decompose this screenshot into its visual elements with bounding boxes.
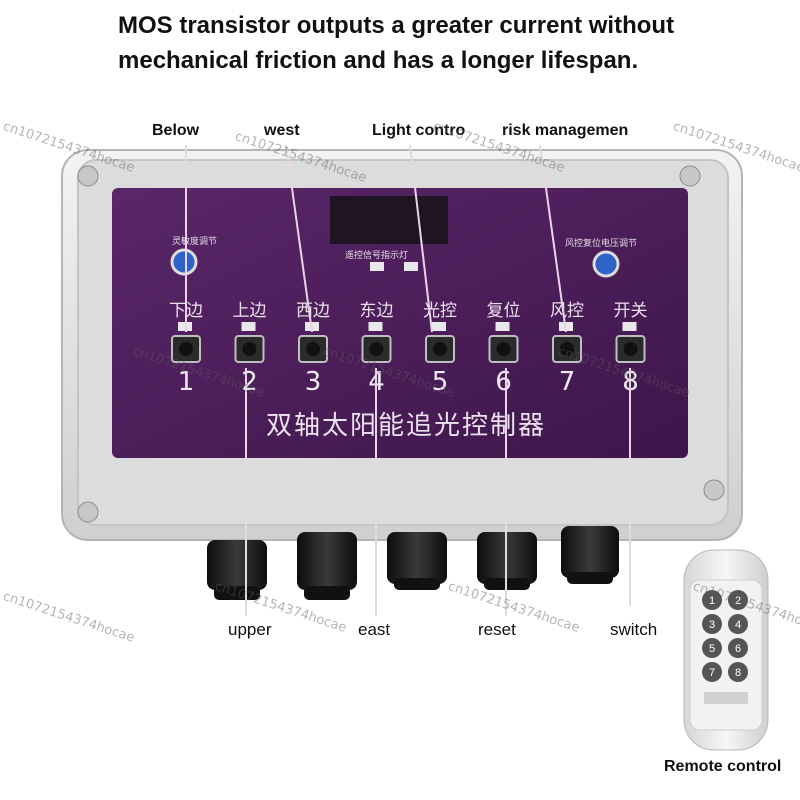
ic-module — [330, 196, 448, 244]
cable-gland-1 — [207, 540, 267, 600]
remote-key-5 — [702, 638, 722, 658]
remote-key-label: 3 — [709, 619, 715, 631]
remote-key-label: 1 — [709, 595, 715, 607]
board-button-label: 上边 — [233, 301, 267, 321]
board-button-label: 开关 — [614, 301, 648, 321]
remote-key-label: 5 — [709, 643, 715, 655]
screw-icon — [77, 501, 99, 523]
remote-key-4 — [728, 614, 748, 634]
potentiometer-icon — [170, 248, 198, 276]
remote-key-label: 4 — [735, 619, 741, 631]
board-button-label: 东边 — [360, 301, 394, 321]
board-title: 双轴太阳能追光控制器 — [266, 411, 546, 441]
led-icon — [368, 322, 383, 331]
remote-key-2 — [728, 590, 748, 610]
board-button-label: 西边 — [296, 301, 330, 321]
remote-control: 1 2 3 4 5 6 7 8 — [683, 549, 769, 751]
remote-control-label: Remote control — [664, 758, 782, 775]
remote-key-label: 8 — [735, 667, 741, 679]
board-button-5: 光控 5 — [423, 301, 457, 397]
board-button-number: 1 — [178, 367, 195, 397]
callout-light-control: Light contro — [372, 122, 466, 139]
board-button-label: 光控 — [423, 301, 457, 321]
remote-key-7 — [702, 662, 722, 682]
led-icon — [241, 322, 256, 331]
screw-icon — [703, 479, 725, 501]
cable-gland-2 — [297, 532, 357, 600]
board-button-label: 复位 — [487, 301, 521, 321]
led-icon — [622, 322, 637, 331]
board-button-8: 开关8 — [614, 301, 648, 397]
remote-key-8 — [728, 662, 748, 682]
board-button-number: 3 — [305, 367, 322, 397]
callout-switch: switch — [610, 620, 658, 639]
callout-east: east — [358, 620, 391, 639]
potentiometer-icon — [592, 250, 620, 278]
board-button-label: 风控 — [550, 301, 584, 321]
callout-reset: reset — [478, 620, 516, 639]
board-label-sensitivity: 灵敏度调节 — [172, 235, 217, 247]
led-icon — [495, 322, 510, 331]
board-button-number: 6 — [495, 367, 512, 397]
remote-key-label: 2 — [735, 595, 741, 607]
remote-key-label: 7 — [709, 667, 715, 679]
circuit-board — [112, 188, 688, 458]
remote-key-label: 6 — [735, 643, 741, 655]
board-button-3: 西边 3 — [296, 301, 330, 397]
screw-icon — [679, 165, 701, 187]
led-icon — [432, 322, 446, 331]
remote-key-1 — [702, 590, 722, 610]
board-button-number: 5 — [432, 367, 449, 397]
headline-text: MOS transistor outputs a greater current… — [118, 12, 675, 74]
board-button-6: 复位 6 — [487, 301, 521, 397]
board-label-wind: 风控复位电压调节 — [565, 237, 637, 249]
callout-below: Below — [152, 122, 200, 139]
callout-upper: upper — [228, 620, 272, 639]
remote-key-6 — [728, 638, 748, 658]
board-label-signal: 遥控信号指示灯 — [345, 249, 408, 261]
cable-gland-3 — [387, 532, 447, 590]
callout-west: west — [264, 122, 300, 139]
remote-key-3 — [702, 614, 722, 634]
cable-gland-5 — [561, 526, 619, 584]
callout-risk-management: risk managemen — [502, 122, 629, 139]
board-button-number: 7 — [559, 367, 576, 397]
screw-icon — [77, 165, 99, 187]
